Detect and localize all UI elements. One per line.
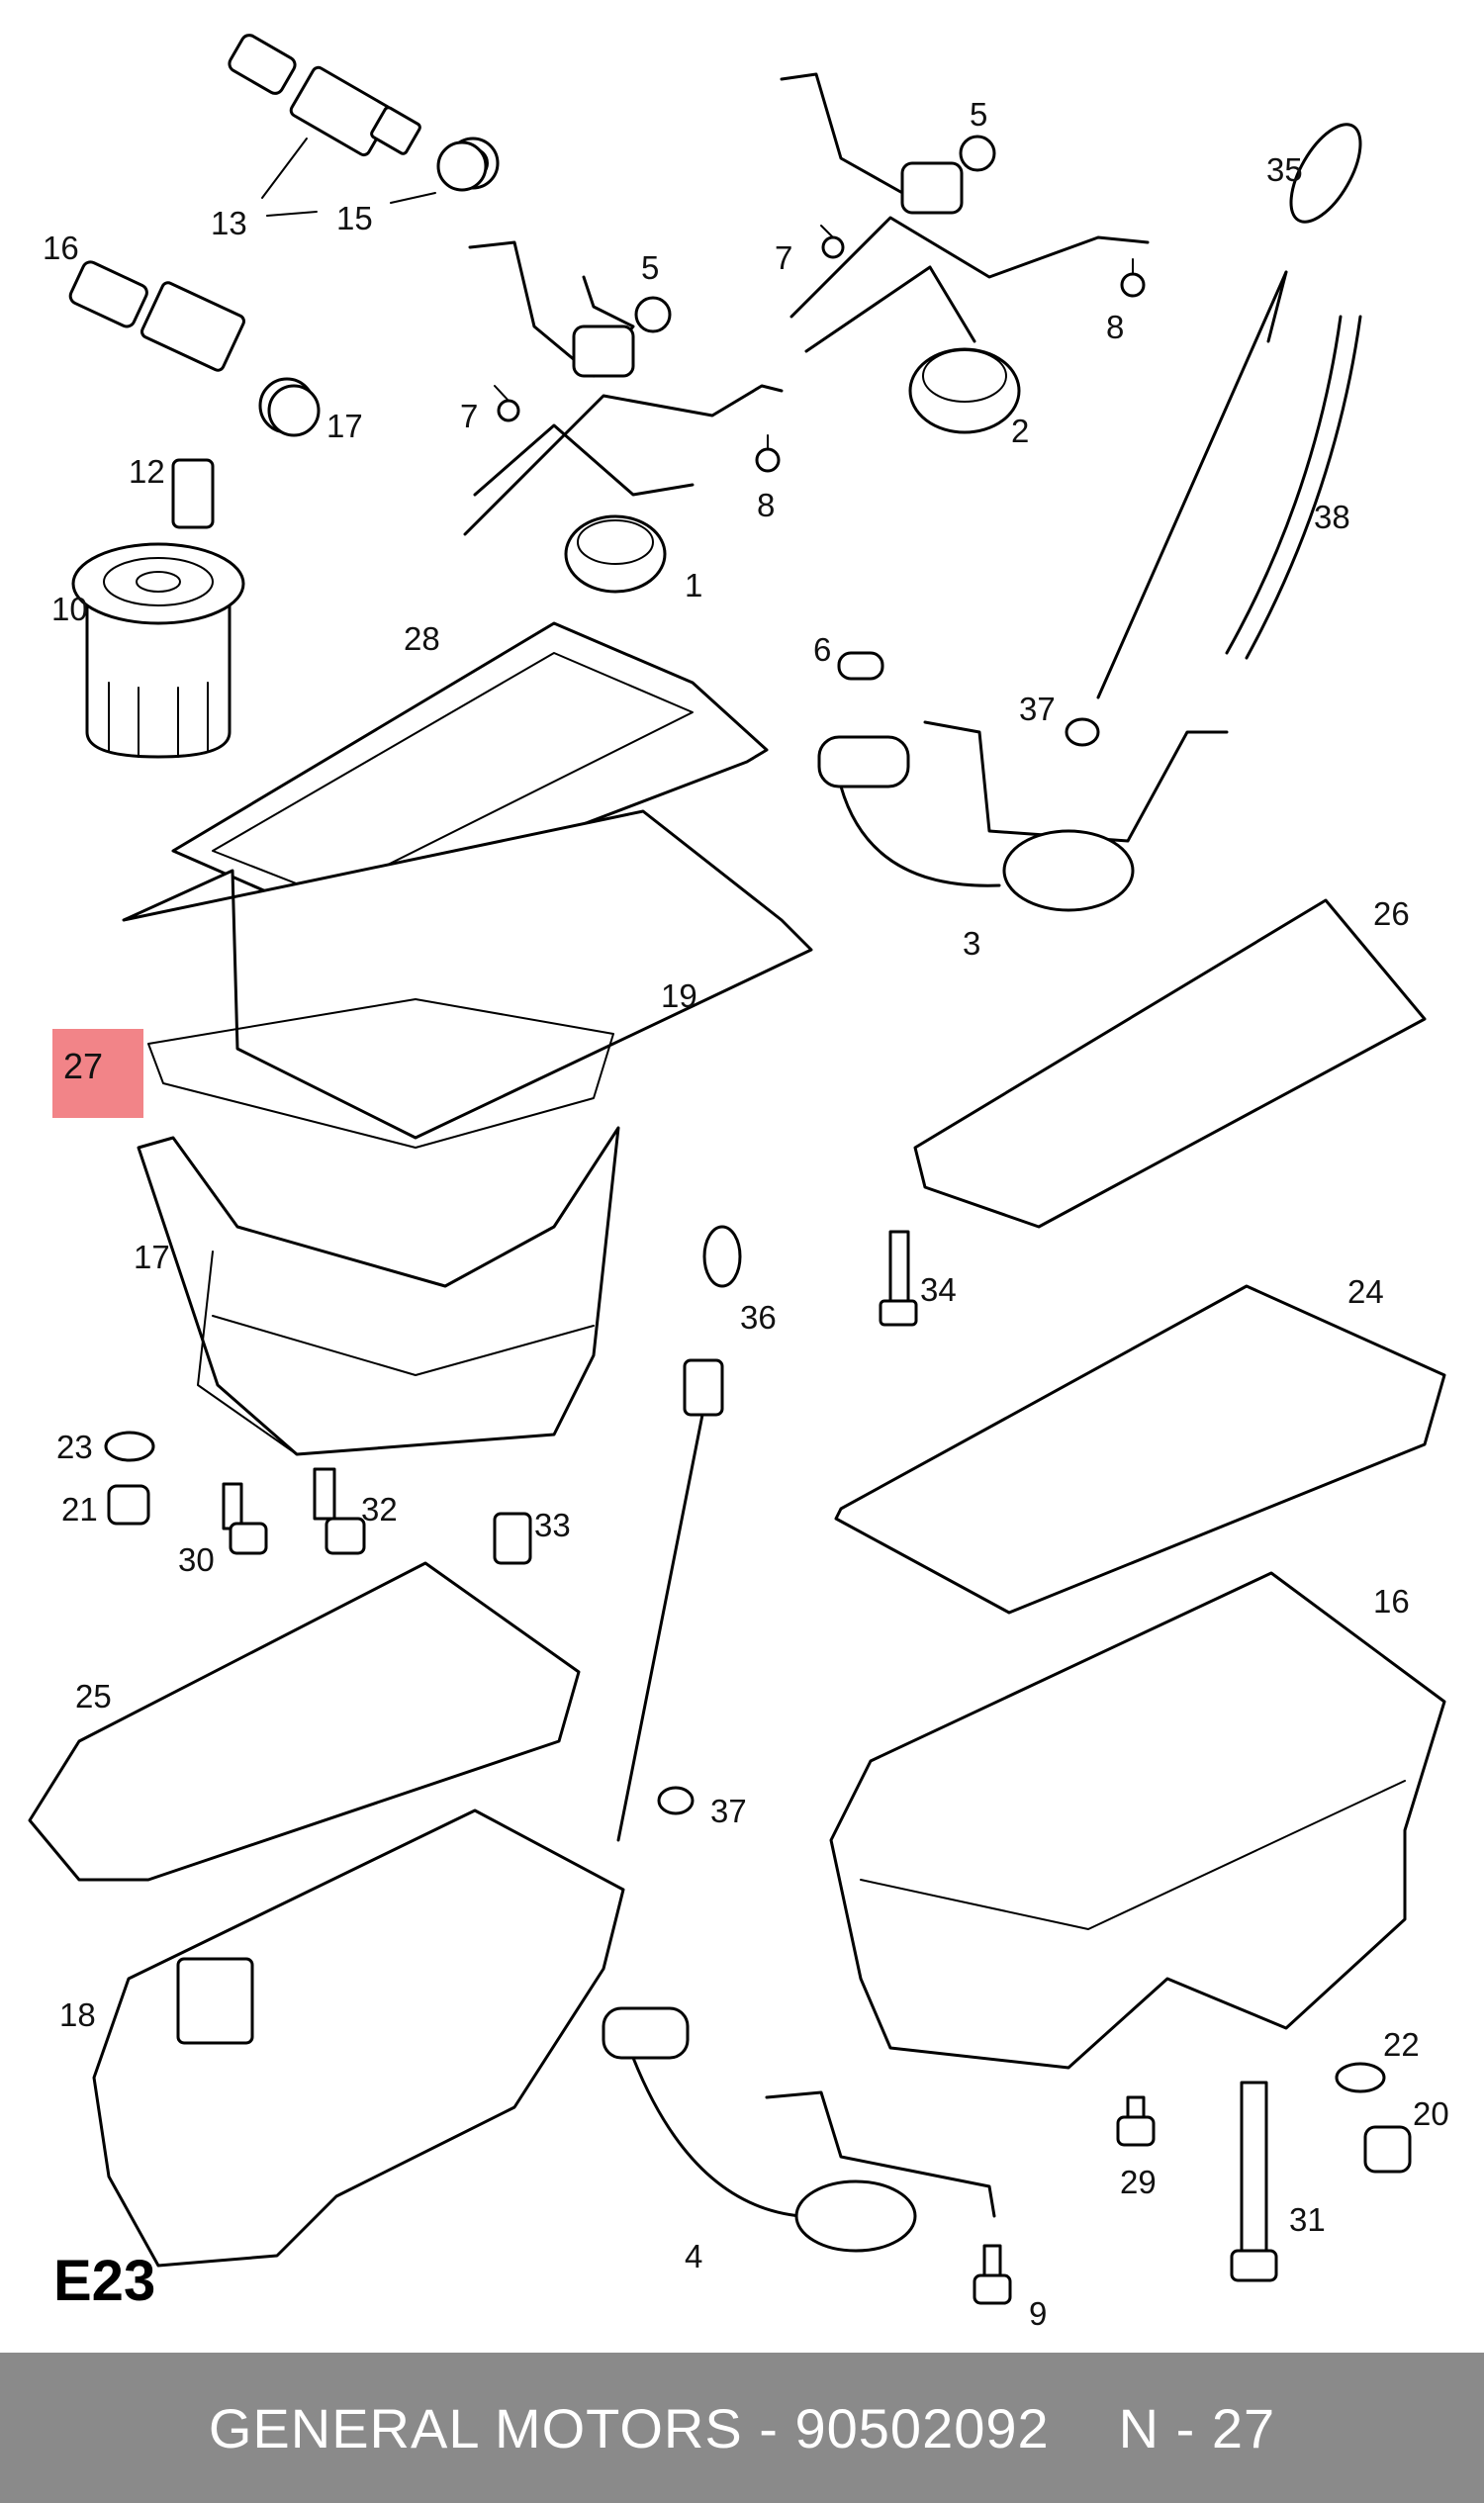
highlighted-label-27: 27 [63,1046,104,1086]
part-bolt-7b [820,225,845,259]
label-36: 36 [740,1299,777,1336]
label-24: 24 [1347,1273,1384,1310]
footer-bar: GENERAL MOTORS - 90502092 N - 27 [0,2353,1484,2503]
label-26: 26 [1373,895,1410,932]
label-9: 9 [1029,2295,1047,2332]
part-washer-37b [657,1786,695,1815]
part-plug-20 [1363,2125,1412,2174]
label-10: 10 [51,591,88,627]
part-washer-15 [267,384,321,437]
label-5b: 5 [970,96,987,133]
label-7b: 7 [775,239,792,276]
part-gasket-25 [28,1561,581,1882]
label-29: 29 [1120,2164,1157,2200]
part-bolt-9 [973,2244,1012,2305]
part-bolt-7a [494,385,520,422]
label-5a: 5 [641,249,659,286]
part-bolt-8a [755,434,781,473]
label-38: 38 [1314,499,1350,535]
footer-position: N - 27 [1118,2396,1276,2459]
label-12: 13 [211,205,247,241]
part-washer-37a [1065,717,1100,747]
part-oil-pan-17 [137,1126,620,1456]
part-dipstick-tube-38 [1225,315,1343,655]
label-23: 23 [56,1429,93,1465]
label-4: 4 [685,2238,702,2274]
label-13: 15 [336,200,373,236]
label-22: 22 [1383,2026,1420,2063]
part-oil-pan-19 [122,809,813,1140]
part-washer-5b [959,135,996,172]
parts-diagram: 13 15 16 17 12 10 5 5 7 7 8 8 1 2 35 38 … [28,34,1449,2332]
label-34: 34 [920,1271,957,1308]
label-2: 2 [1011,413,1029,449]
part-bolt-33 [493,1512,532,1565]
part-plug-21 [107,1484,150,1526]
part-oil-pump-pickup-2 [780,72,1150,434]
part-oil-pump-pickup-1 [463,240,784,594]
part-bolt-32 [313,1467,366,1555]
highlight-marker[interactable] [52,1029,143,1118]
part-oil-pump-pickup-3 [817,720,1229,912]
part-oil-pan-16 [829,1571,1446,2070]
label-25: 25 [75,1678,112,1715]
label-6: 6 [813,631,831,668]
part-plug-11 [171,458,215,529]
label-1: 1 [685,567,702,603]
footer-brand-part: GENERAL MOTORS - 90502092 [208,2396,1050,2459]
label-32: 32 [361,1491,398,1528]
part-oil-pan-18 [92,1808,625,2268]
part-bolt-30 [222,1482,268,1555]
part-gasket-24 [834,1284,1446,1615]
label-11: 12 [129,453,165,490]
label-31: 31 [1289,2201,1326,2238]
part-dipstick-36 [616,1225,742,1842]
label-33: 33 [534,1507,571,1543]
part-oil-pump-pickup-4 [602,2006,996,2253]
label-16: 16 [1373,1583,1410,1620]
part-gasket-6 [837,651,884,681]
label-14: 16 [43,230,79,266]
part-bolt-29 [1116,2095,1156,2147]
part-baffle-26 [913,898,1427,1229]
label-30: 30 [178,1541,215,1578]
part-bolt-8b [1120,258,1146,298]
label-35: 35 [1266,151,1303,188]
label-8a: 8 [757,487,775,523]
label-7a: 7 [460,398,478,434]
label-15: 17 [326,408,363,444]
label-3: 3 [963,925,980,962]
label-28: 28 [404,620,440,657]
part-oil-filter-10 [71,542,245,759]
diagram-code: E23 [53,2249,155,2313]
part-washer-23 [104,1431,155,1462]
label-20: 20 [1413,2095,1449,2132]
label-19: 19 [661,977,697,1014]
part-bolt-31 [1230,2081,1278,2282]
part-dipstick-35 [1096,123,1362,699]
label-8b: 8 [1106,309,1124,345]
label-17: 17 [134,1239,170,1275]
part-bolt-34 [879,1230,918,1327]
part-washer-13 [436,140,488,192]
label-21: 21 [61,1491,98,1528]
label-37a: 37 [1019,691,1056,727]
label-18: 18 [59,1996,96,2033]
part-washer-22 [1335,2062,1386,2093]
label-37b: 37 [710,1793,747,1829]
part-gasket-27 [147,998,614,1149]
part-washer-5a [634,296,672,333]
